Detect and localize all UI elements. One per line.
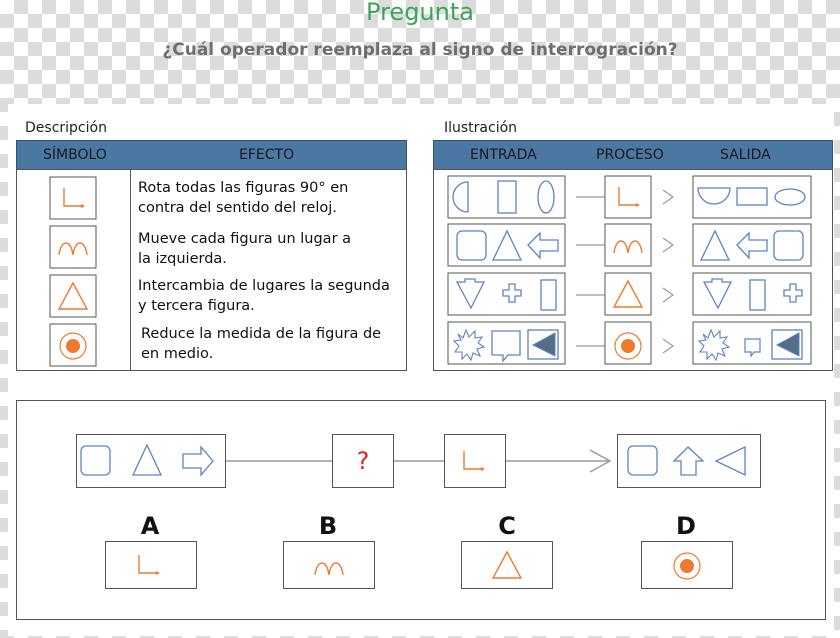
illustration-row-rotate — [447, 175, 812, 219]
symbol-column-header: SÍMBOLO — [43, 147, 107, 163]
option-c-swap-icon — [492, 551, 522, 579]
shift-left-icon — [49, 225, 97, 269]
illustration-row-shift — [447, 223, 812, 267]
option-c-label: C — [498, 512, 516, 540]
input-column-header: ENTRADA — [470, 147, 537, 163]
option-d-shrink-icon — [673, 552, 701, 580]
swap-2-3-icon — [49, 274, 97, 318]
unknown-operator-box: ? — [332, 434, 394, 488]
option-b-button[interactable] — [283, 541, 375, 589]
shrink-middle-icon — [49, 323, 97, 367]
illustration-label: Ilustración — [444, 120, 518, 136]
page-title: Pregunta — [366, 0, 474, 26]
effect-column-header: EFECTO — [239, 147, 295, 163]
question-flow — [80, 443, 746, 477]
question-output-box — [617, 434, 761, 488]
column-divider — [130, 169, 131, 371]
question-text: ¿Cuál operador reemplaza al signo de int… — [162, 40, 678, 60]
description-label: Descripción — [25, 120, 107, 136]
option-a-button[interactable] — [105, 541, 197, 589]
option-b-label: B — [318, 512, 338, 540]
output-column-header: SALIDA — [720, 147, 771, 163]
option-a-label: A — [140, 512, 160, 540]
description-header: SÍMBOLO EFECTO — [16, 140, 407, 170]
rotate-90-ccw-icon — [49, 176, 97, 220]
question-mark: ? — [356, 447, 370, 475]
option-b-shift-icon — [314, 562, 344, 576]
known-operator-box — [444, 434, 506, 488]
illustration-header: ENTRADA PROCESO SALIDA — [433, 140, 833, 170]
option-c-button[interactable] — [461, 541, 553, 589]
process-column-header: PROCESO — [596, 147, 664, 163]
illustration-row-swap — [447, 272, 812, 316]
illustration-row-shrink — [447, 321, 812, 365]
question-input-box — [76, 434, 226, 488]
option-a-rotate-icon — [138, 554, 161, 576]
option-d-label: D — [676, 512, 696, 540]
